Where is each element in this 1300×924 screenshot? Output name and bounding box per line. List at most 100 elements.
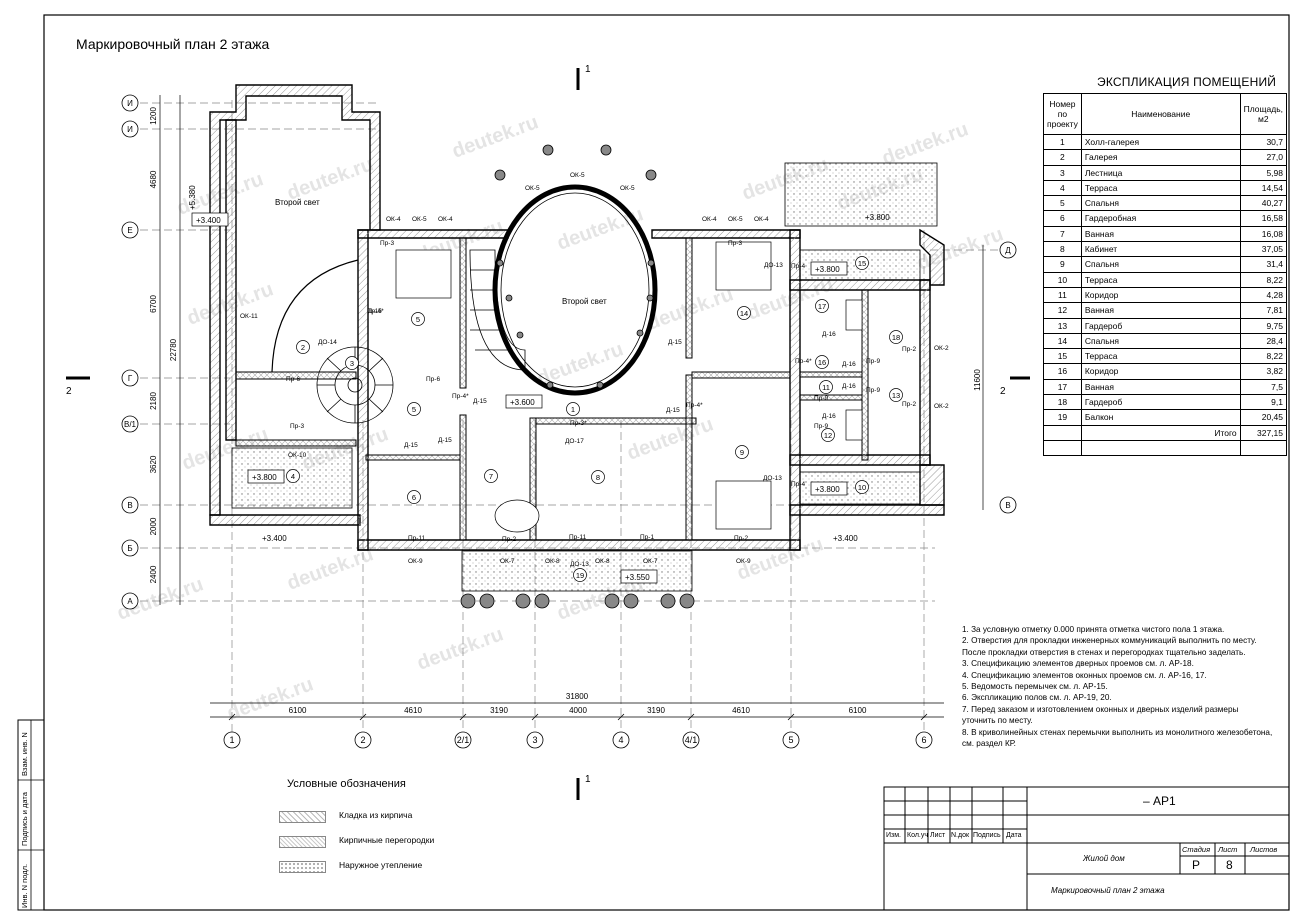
room-number-bubble xyxy=(889,330,903,344)
axis-bubble xyxy=(999,496,1017,514)
opening-label: ДО-17 xyxy=(565,438,584,445)
cell-num: 6 xyxy=(1043,210,1082,227)
axis-label: В xyxy=(127,501,132,510)
opening-label: Пр-9 xyxy=(866,387,880,394)
opening-label: Пр-9 xyxy=(866,358,880,365)
stamp-stage: Р xyxy=(1192,858,1201,872)
level-mark: +3.800 xyxy=(815,265,840,274)
cell-num: 11 xyxy=(1043,286,1082,304)
axis-bubble xyxy=(682,731,700,749)
stamp-object: Жилой дом xyxy=(1083,854,1125,863)
opening-label: Пр-4* xyxy=(367,308,384,315)
section-mark-label: 1 xyxy=(585,774,591,785)
cell-num: 1 xyxy=(1043,133,1082,151)
axis-label: 3 xyxy=(532,735,537,745)
cell-area: 7,5 xyxy=(1239,378,1288,396)
opening-label: Пр-1 xyxy=(640,534,654,541)
axis-label: Г xyxy=(128,374,133,383)
level-mark: +3.400 xyxy=(196,216,221,225)
opening-label: Пр-4* xyxy=(452,393,469,400)
opening-label: Пр-2 xyxy=(734,535,748,542)
room-number: 13 xyxy=(892,391,900,400)
note-line: 3. Спецификацию элементов дверных проемо… xyxy=(962,659,1194,669)
axis-label: Е xyxy=(127,226,132,235)
cell-empty xyxy=(1043,424,1082,441)
cell-name: Терраса xyxy=(1080,179,1241,197)
cell-area: 31,4 xyxy=(1239,256,1288,273)
cell-area: 16,08 xyxy=(1239,225,1288,243)
watermark-text: deutek.ru xyxy=(879,118,971,169)
axis-bubble xyxy=(915,731,933,749)
opening-label: Пр-3* xyxy=(570,420,587,427)
opening-label: Пр-9 xyxy=(814,395,828,402)
opening-label: ОК-5 xyxy=(728,216,743,223)
total-value: 327,15 xyxy=(1239,424,1288,441)
opening-label: ОК-5 xyxy=(620,185,635,192)
cell-num: 18 xyxy=(1043,394,1082,411)
axis-bubble xyxy=(121,415,139,433)
partitions xyxy=(235,237,869,541)
table-row xyxy=(1043,439,1288,457)
note-line: 1. За условную отметку 0.000 принята отм… xyxy=(962,625,1225,634)
cell-name: Гардеробная xyxy=(1080,210,1241,227)
note-line: 2. Отверстия для прокладки инженерных ко… xyxy=(962,636,1257,646)
room-number-bubble xyxy=(889,388,903,402)
side-stamp-signature: Подпись и дата xyxy=(20,792,29,846)
note-line: см. раздел КР. xyxy=(962,739,1016,749)
insulation-swatch xyxy=(279,861,326,873)
opening-label: ОК-4 xyxy=(754,216,769,223)
stamp-col-count: Кол.уч xyxy=(907,832,928,839)
cell-empty xyxy=(1080,439,1241,457)
cell-name: Галерея xyxy=(1080,149,1241,166)
columns xyxy=(460,144,695,609)
opening-label: Пр-4 xyxy=(791,263,805,270)
room-number-bubble xyxy=(411,312,425,326)
cell-area: 8,22 xyxy=(1239,348,1288,365)
opening-label: Пр-2 xyxy=(902,401,916,408)
cell-name: Гардероб xyxy=(1080,317,1241,334)
opening-label: ОК-4 xyxy=(438,216,453,223)
cell-area: 14,54 xyxy=(1239,179,1288,197)
legend-title: Условные обозначения xyxy=(287,778,406,790)
watermark-text: deutek.ru xyxy=(284,543,376,594)
room-number-bubble xyxy=(737,306,751,320)
cell-num: 19 xyxy=(1043,409,1082,426)
opening-label: ДО-13 xyxy=(764,262,783,269)
cell-area: 37,05 xyxy=(1239,241,1288,258)
room-number: 3 xyxy=(350,359,354,368)
axis-bubble xyxy=(121,539,139,557)
opening-label: Пр-9 xyxy=(814,423,828,430)
dimension-value: 2180 xyxy=(149,392,158,410)
axis-bubble xyxy=(354,731,372,749)
section-mark-label: 1 xyxy=(585,64,591,75)
dimension-value: 2400 xyxy=(149,565,158,583)
cell-empty xyxy=(1043,439,1082,457)
opening-label: ОК-5 xyxy=(525,185,540,192)
opening-label: ОК-5 xyxy=(412,216,427,223)
cell-num: 12 xyxy=(1043,302,1082,319)
cell-area: 27,0 xyxy=(1239,149,1288,166)
level-mark: +3.600 xyxy=(510,398,535,407)
room-number-bubble xyxy=(591,470,605,484)
level-mark: +3.800 xyxy=(815,485,840,494)
room-number: 9 xyxy=(740,448,744,457)
room-label: Второй свет xyxy=(562,297,607,306)
brick-hatch-swatch xyxy=(279,811,326,823)
opening-label: Пр-2 xyxy=(502,536,516,543)
cell-num: 14 xyxy=(1043,332,1082,350)
dimension-total: 11600 xyxy=(973,369,982,391)
axis-bubble xyxy=(121,496,139,514)
cell-area: 9,75 xyxy=(1239,317,1288,334)
cell-num: 4 xyxy=(1043,179,1082,197)
opening-label: Пр-11 xyxy=(569,534,587,541)
dimension-value: 3620 xyxy=(149,455,158,473)
axis-bubble xyxy=(121,94,139,112)
room-number: 12 xyxy=(824,431,832,440)
legend-label: Кладка из кирпича xyxy=(339,810,413,820)
section-mark-label: 2 xyxy=(1000,386,1006,397)
dimension-value: 4610 xyxy=(732,706,750,715)
